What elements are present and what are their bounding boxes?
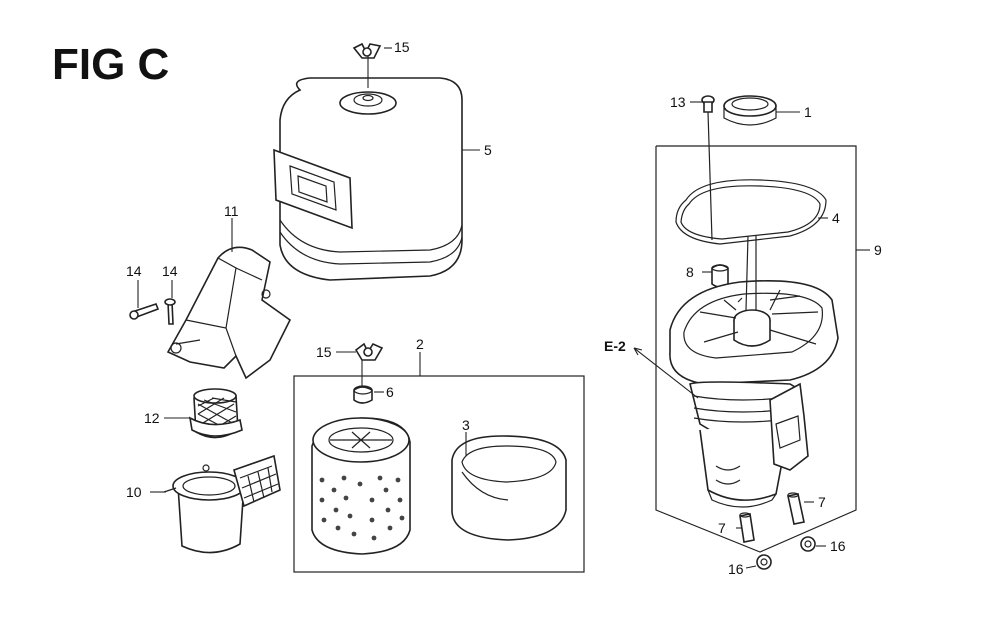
case-assembly-box: [655, 145, 857, 553]
callout-9: 9: [874, 242, 882, 258]
callout-2: 2: [416, 336, 424, 352]
callout-12: 12: [144, 410, 160, 426]
long-bolt: [701, 95, 715, 241]
callout-16-b: 16: [830, 538, 846, 554]
callout-14-b: 14: [162, 263, 178, 279]
grommet: [353, 385, 373, 404]
callout-5: 5: [484, 142, 492, 158]
mesh-filter: [188, 388, 243, 439]
callout-11: 11: [224, 203, 239, 219]
filter-kit-box: [293, 375, 585, 573]
figure-title: FIG C: [52, 40, 170, 89]
callout-6: 6: [386, 384, 394, 400]
air-intake-body: [163, 454, 281, 554]
callout-e2: E-2: [604, 338, 626, 354]
air-cleaner-cover: [273, 77, 463, 281]
callout-14-a: 14: [126, 263, 142, 279]
callout-labels: 15 5 11 14 14 12 10 15 2 6 3 13 1 4 9 8 …: [126, 39, 882, 577]
paper-element: [311, 417, 411, 555]
wing-nut-mid: [354, 342, 384, 361]
callout-7-b: 7: [718, 520, 726, 536]
foam-element: [451, 435, 567, 541]
air-cleaner-case: [669, 235, 839, 508]
pin-b: [787, 492, 805, 525]
callout-16-a: 16: [728, 561, 744, 577]
callout-15-top: 15: [394, 39, 410, 55]
wing-nut-top: [352, 42, 382, 59]
nut-b: [800, 536, 816, 552]
callout-3: 3: [462, 417, 470, 433]
callout-13: 13: [670, 94, 686, 110]
seal-ring: [723, 95, 777, 126]
spacer: [711, 264, 729, 288]
callout-8: 8: [686, 264, 694, 280]
callout-4: 4: [832, 210, 840, 226]
bolt-a: [129, 303, 160, 320]
bolt-b: [164, 298, 176, 325]
gasket: [675, 179, 827, 245]
pin-a: [739, 512, 755, 543]
callout-10: 10: [126, 484, 142, 500]
nut-a: [756, 554, 772, 570]
leader-lines: [137, 47, 870, 569]
callout-15-mid: 15: [316, 344, 332, 360]
callout-7-a: 7: [818, 494, 826, 510]
air-guide-cover: [166, 246, 292, 380]
callout-1: 1: [804, 104, 812, 120]
